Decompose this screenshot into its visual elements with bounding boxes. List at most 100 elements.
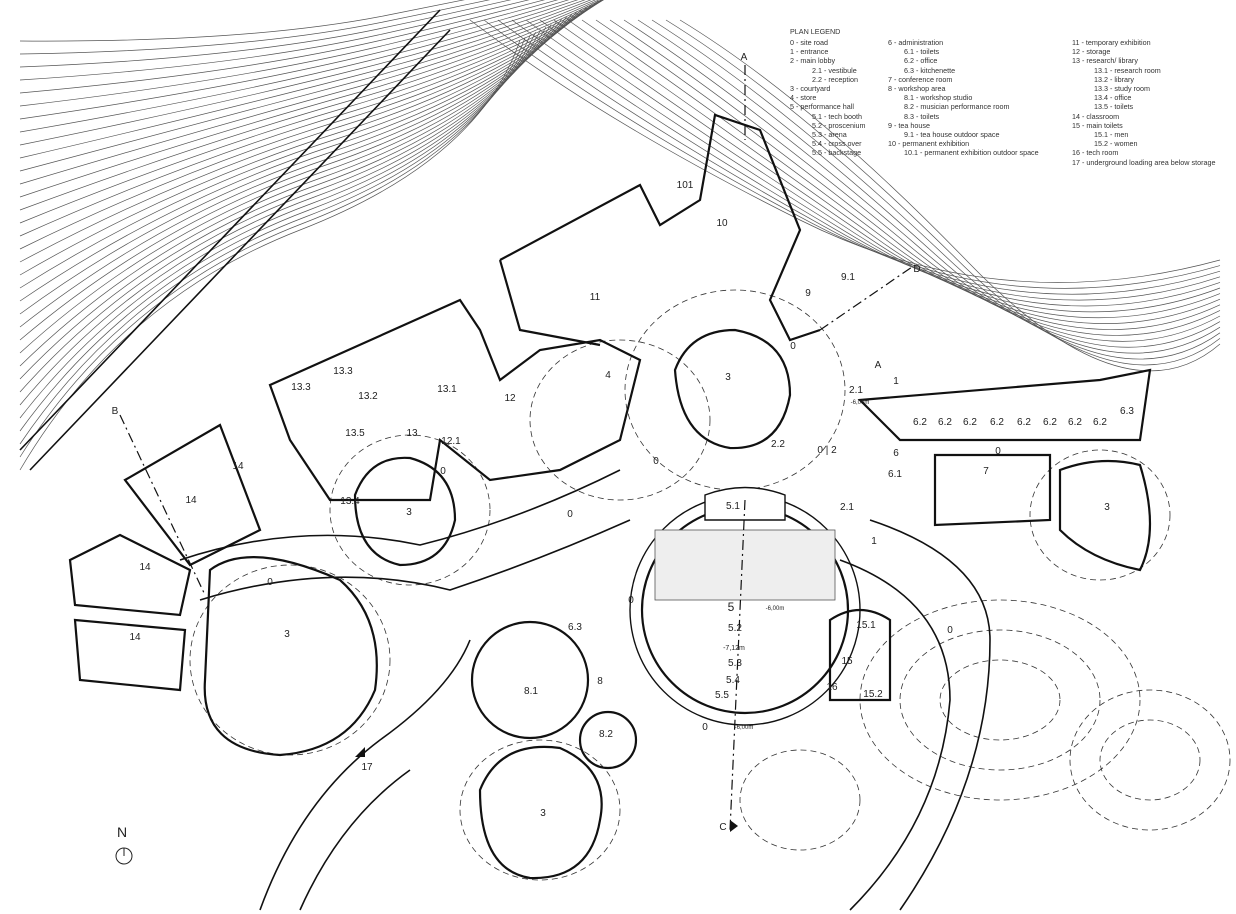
road-label: 0 bbox=[995, 446, 1001, 457]
contour-line bbox=[581, 19, 1221, 330]
room-label: 8.1 bbox=[524, 686, 538, 697]
room-label: 14 bbox=[129, 632, 141, 643]
section-marks: A A B C D bbox=[112, 52, 921, 833]
contour-line bbox=[19, 0, 600, 185]
room-label: 15 bbox=[841, 656, 853, 667]
room-label: 13.2 bbox=[358, 391, 378, 402]
room-label: 1 bbox=[871, 536, 877, 547]
legend-subitem: 10.1 - permanent exhibition outdoor spac… bbox=[904, 148, 1039, 158]
level-label: -6,00m bbox=[851, 400, 870, 406]
legend-subitem: 8.1 - workshop studio bbox=[904, 93, 973, 103]
contour-line bbox=[511, 19, 1221, 301]
room-label: 6.2 bbox=[963, 417, 977, 428]
room-label: 17 bbox=[361, 762, 373, 773]
contour-line bbox=[19, 0, 512, 68]
room-label: 5 bbox=[728, 600, 735, 614]
contour-line bbox=[539, 19, 1221, 313]
legend-item: 0 - site road bbox=[790, 38, 828, 47]
arrow-icon bbox=[730, 820, 738, 832]
room-label: 3 bbox=[1104, 502, 1110, 513]
contour-line bbox=[19, 0, 592, 159]
room-label: 6.3 bbox=[1120, 406, 1134, 417]
road-label: 0 bbox=[653, 456, 659, 467]
workshop-studio bbox=[470, 620, 590, 740]
room-label: 6.1 bbox=[888, 469, 902, 480]
legend-item: 6 - administration bbox=[888, 38, 944, 47]
contour-line bbox=[19, 37, 526, 458]
contour-line bbox=[19, 26, 547, 406]
courtyard bbox=[353, 456, 457, 567]
room-label: 13.1 bbox=[437, 384, 457, 395]
legend-item: 3 - courtyard bbox=[790, 84, 831, 94]
legend-subitem: 5.5 - backstage bbox=[812, 148, 862, 158]
room-label: 1 bbox=[893, 376, 899, 387]
dashed-contour bbox=[329, 434, 491, 586]
legend-subitem: 6.3 - kitchenette bbox=[904, 65, 956, 75]
courtyard bbox=[203, 556, 378, 757]
contour-line bbox=[637, 19, 1221, 354]
contour-line bbox=[19, 0, 570, 120]
courtyard bbox=[1058, 459, 1152, 572]
legend-subitem: 5.1 - tech booth bbox=[812, 111, 862, 121]
legend-subitem: 5.4 - cross over bbox=[812, 139, 862, 149]
north-label: N bbox=[117, 824, 128, 840]
room-label: 3 bbox=[284, 629, 290, 640]
room-labels: 101 10 11 9 9.1 0 3 4 12 13.1 13.2 13.3 … bbox=[129, 180, 1134, 819]
contour-line bbox=[19, 11, 578, 328]
legend-item: 13 - research/ library bbox=[1072, 56, 1138, 66]
room-label: 5.4 bbox=[726, 675, 740, 686]
room-label: 16 bbox=[826, 682, 838, 693]
room-label: 15.1 bbox=[856, 620, 876, 631]
dashed-contour bbox=[939, 659, 1061, 741]
legend-subitem: 13.2 - library bbox=[1094, 74, 1134, 84]
road-label: 0 bbox=[567, 509, 573, 520]
contour-line bbox=[595, 19, 1221, 336]
courtyard bbox=[478, 745, 603, 880]
legend-subitem: 6.1 - toilets bbox=[904, 47, 940, 57]
exhibition-wing bbox=[498, 113, 821, 347]
topographic-contours bbox=[19, 0, 1221, 471]
legend-subitem: 13.3 - study room bbox=[1094, 84, 1150, 94]
legend-subitem: 15.2 - women bbox=[1094, 139, 1138, 149]
room-label: 6 bbox=[893, 448, 899, 459]
room-label: 10 bbox=[716, 218, 728, 229]
dashed-contour bbox=[899, 629, 1101, 771]
section-mark-a: A bbox=[875, 360, 882, 371]
legend-item: 10 - permanent exhibition bbox=[888, 139, 970, 149]
room-label: 5.1 bbox=[726, 501, 740, 512]
level-label: -7,12m bbox=[723, 645, 745, 652]
contour-line bbox=[19, 24, 552, 393]
room-label: 2.1 bbox=[840, 502, 854, 513]
room-label: 5.5 bbox=[715, 690, 729, 701]
room-label: 2.1 bbox=[849, 385, 863, 396]
site-road bbox=[19, 9, 991, 911]
legend-subitem: 6.2 - office bbox=[904, 56, 938, 66]
legend-subitem: 15.1 - men bbox=[1094, 130, 1129, 140]
seating bbox=[654, 529, 836, 601]
room-label: 13.5 bbox=[345, 428, 365, 439]
room-label: 8 bbox=[597, 676, 603, 687]
legend-item: 2 - main lobby bbox=[790, 56, 836, 66]
legend-subitem: 13.5 - toilets bbox=[1094, 102, 1134, 112]
admin-wing bbox=[857, 368, 1152, 527]
legend-subitem: 9.1 - tea house outdoor space bbox=[904, 130, 1000, 140]
contour-line bbox=[19, 0, 604, 237]
north-arrow-icon bbox=[115, 847, 133, 865]
legend-subitem: 2.2 - reception bbox=[812, 74, 858, 84]
legend-subitem: 8.3 - toilets bbox=[904, 111, 940, 121]
dashed-contour bbox=[739, 749, 861, 851]
contour-line bbox=[19, 0, 586, 146]
room-label: 5.3 bbox=[728, 658, 742, 669]
section-lines bbox=[119, 65, 916, 831]
room-label: 6.2 bbox=[1068, 417, 1082, 428]
room-label: 3 bbox=[725, 372, 731, 383]
section-mark-d: D bbox=[913, 264, 920, 275]
contour-line bbox=[497, 19, 1221, 295]
contour-line bbox=[19, 18, 562, 367]
room-label: 2.2 bbox=[771, 439, 785, 450]
contour-line bbox=[19, 8, 583, 315]
legend-title: PLAN LEGEND bbox=[790, 27, 841, 36]
